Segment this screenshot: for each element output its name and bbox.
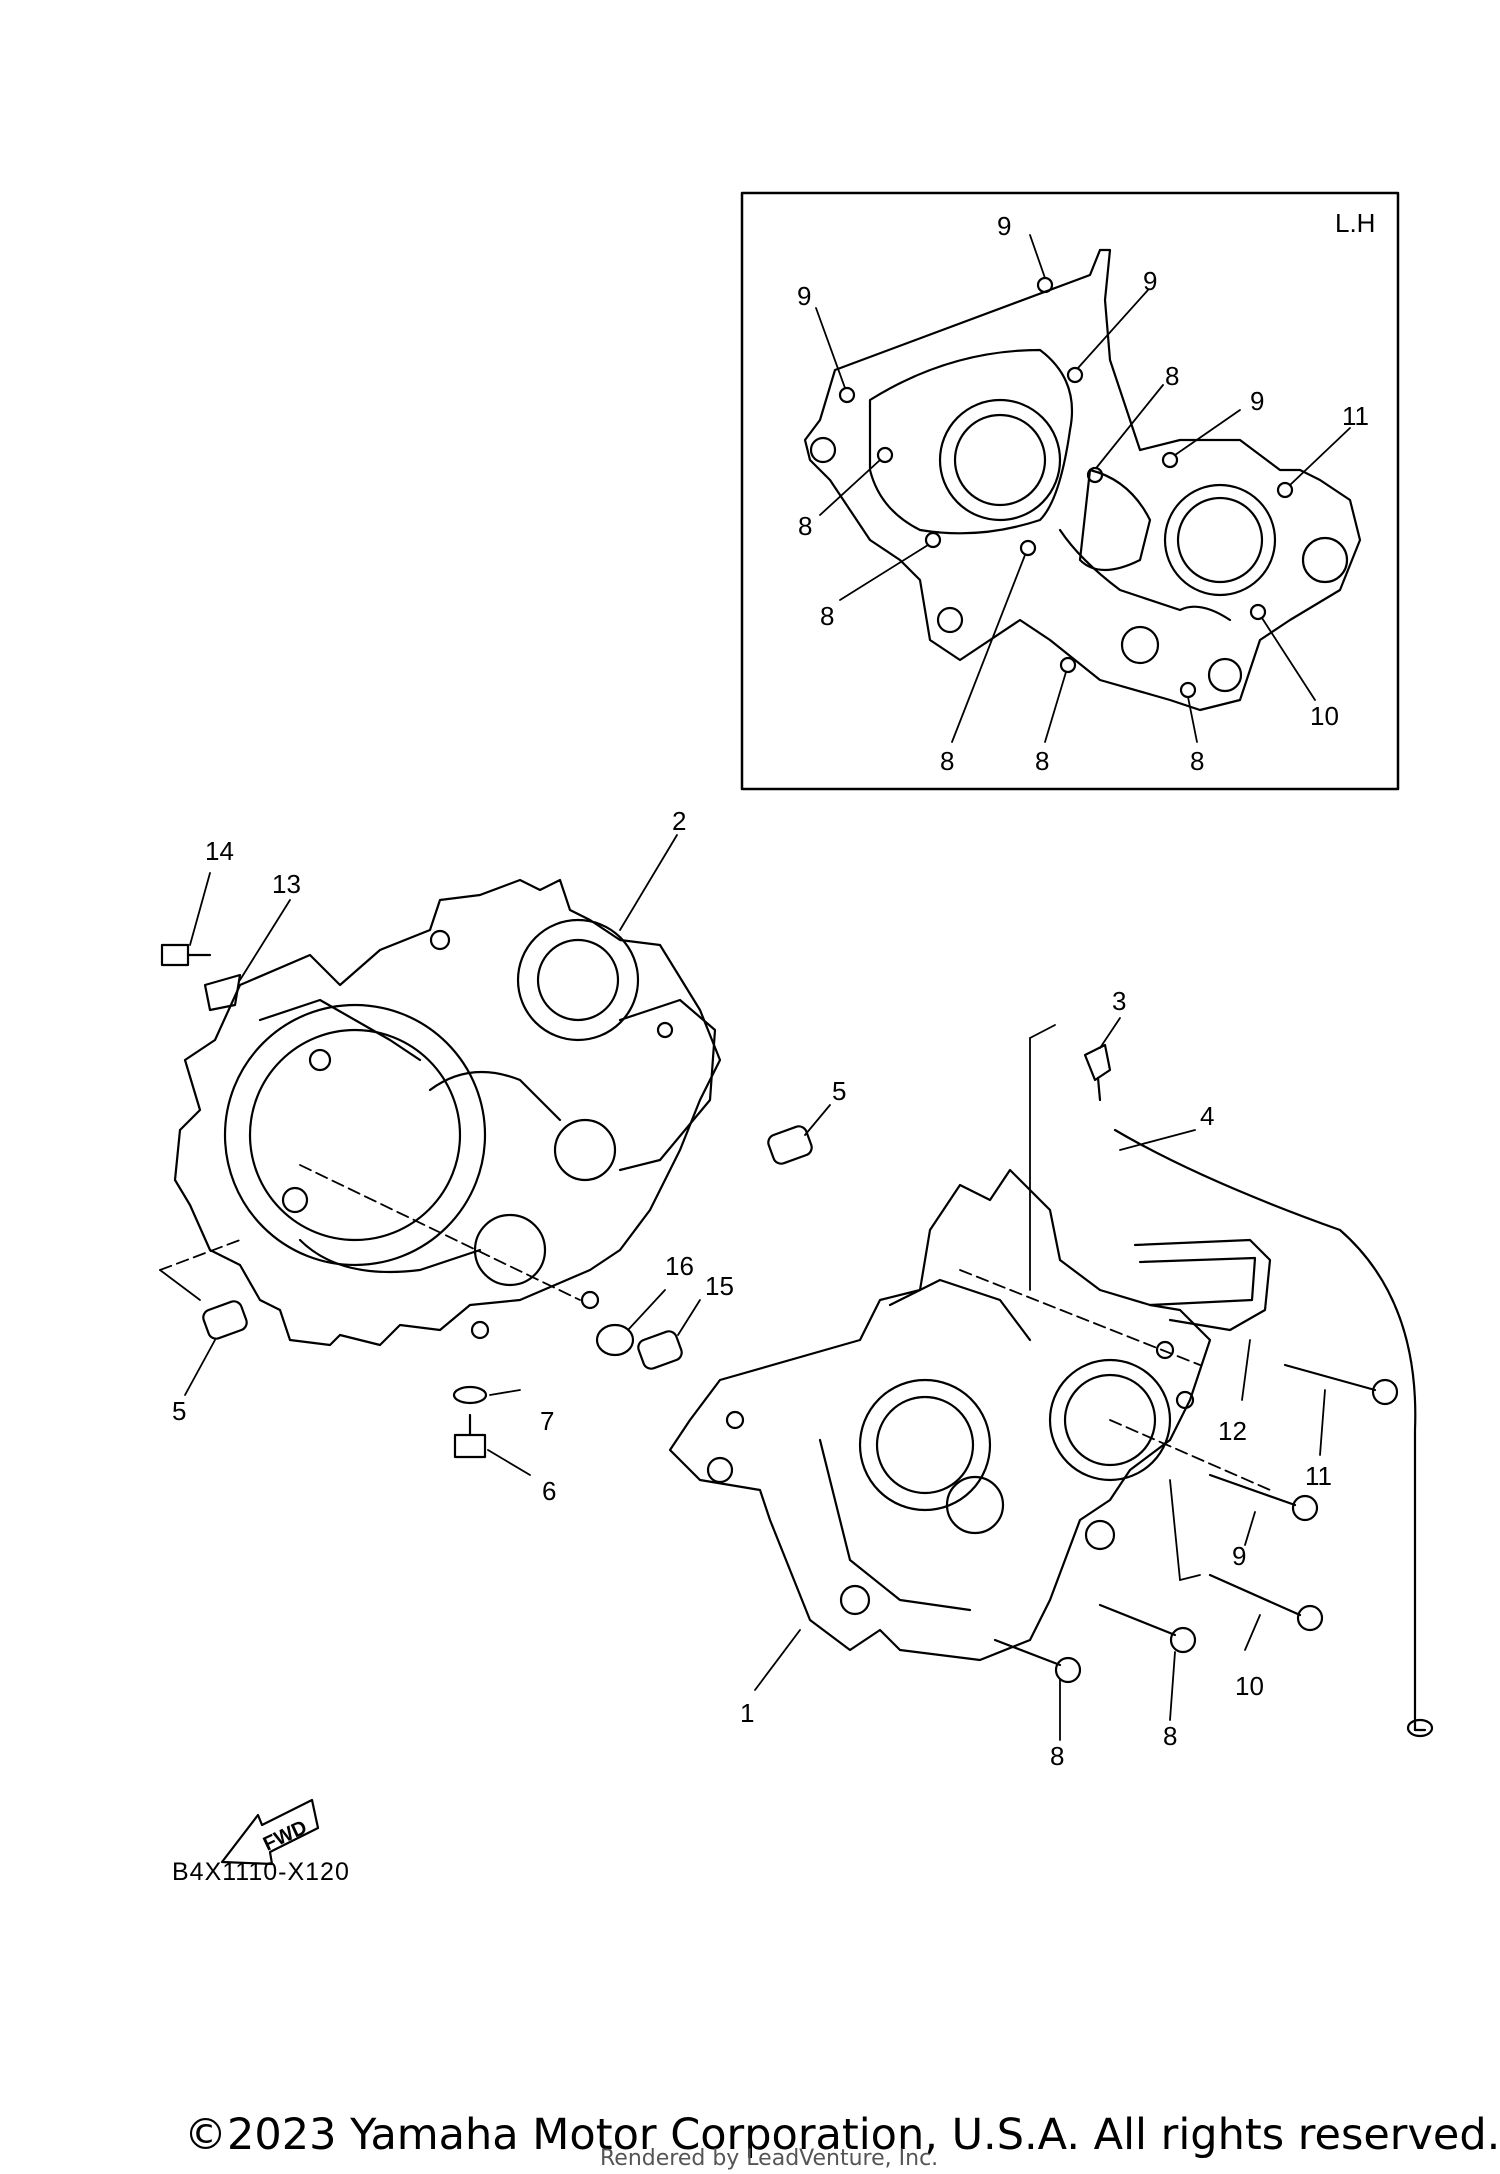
callout-7: 7 [540,1406,554,1436]
inset-callout-8: 8 [820,601,834,631]
inset-callout-9: 9 [1250,386,1264,416]
callout-5: 5 [832,1076,846,1106]
inset-callout-8: 8 [1190,746,1204,776]
dowel-part-5-upper [767,1125,813,1165]
inset-callout-10: 10 [1310,701,1339,731]
inset-callout-9: 9 [1143,266,1157,296]
main-leader-lines [159,834,1326,1741]
inset-callout-8: 8 [798,511,812,541]
fwd-arrow-icon [220,1798,320,1866]
dowel-part-5-lower [202,1300,248,1340]
callout-9: 9 [1232,1541,1246,1571]
fitting-part-3 [1083,1043,1112,1102]
right-crankcase-part-1 [668,1168,1272,1662]
callout-5: 5 [172,1396,186,1426]
hose-part-4 [1113,1128,1417,1732]
callout-2: 2 [672,806,686,836]
callout-12: 12 [1218,1416,1247,1446]
callout-6: 6 [542,1476,556,1506]
dowel-part-15 [637,1330,683,1370]
washer-part-7 [452,1385,488,1405]
callout-1: 1 [740,1698,754,1728]
callout-16: 16 [665,1251,694,1281]
inset-left-crankcase [803,248,1362,712]
bolts-parts-8-9-10-11 [993,1363,1399,1684]
inset-callout-8: 8 [940,746,954,776]
inset-callout-9: 9 [997,211,1011,241]
left-crankcase-part-2 [173,878,722,1347]
inset-frame [740,191,1400,791]
callout-3: 3 [1112,986,1126,1016]
plate-part-13 [203,973,242,1012]
callout-11: 11 [1305,1461,1332,1491]
callout-15: 15 [705,1271,734,1301]
callout-10: 10 [1235,1671,1264,1701]
bolt-part-6 [453,1413,487,1459]
inset-label: L.H [1335,208,1375,238]
rendered-by-credit: Rendered by LeadVenture, Inc. [600,2146,939,2171]
inset-leader-lines [815,234,1351,743]
inset-callout-9: 9 [797,281,811,311]
o-ring-part-16 [595,1323,635,1357]
inset-callout-8: 8 [1165,361,1179,391]
callout-14: 14 [205,836,234,866]
inset-callout-11: 11 [1342,401,1369,431]
callout-8: 8 [1163,1721,1177,1751]
callout-13: 13 [272,869,301,899]
diagram-code: B4X1110-X120 [172,1858,350,1886]
callout-8: 8 [1050,1741,1064,1771]
bolt-part-14 [160,943,212,967]
callout-4: 4 [1200,1101,1214,1131]
copyright-notice: ©2023 Yamaha Motor Corporation, U.S.A. A… [184,2110,1500,2160]
inset-callout-8: 8 [1035,746,1049,776]
